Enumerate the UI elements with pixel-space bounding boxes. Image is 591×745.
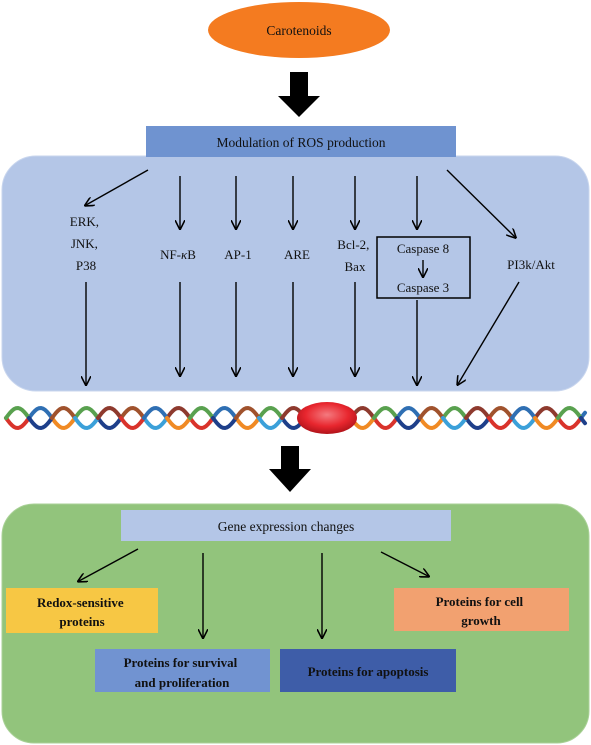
modulation-label: Modulation of ROS production bbox=[216, 135, 385, 150]
dna-strand-segment bbox=[27, 416, 53, 431]
dna-strand-segment bbox=[211, 405, 237, 420]
dna-strand-segment bbox=[4, 405, 30, 420]
dna-strand-segment bbox=[533, 416, 559, 431]
redox-label: Redox-sensitive proteins bbox=[37, 595, 127, 629]
dna-strand-segment bbox=[27, 405, 53, 420]
dna-strand-segment bbox=[372, 405, 398, 420]
apoptosis-label: Proteins for apoptosis bbox=[308, 664, 429, 679]
dna-strand-segment bbox=[556, 416, 582, 431]
erk-label: ERK, JNK, P38 bbox=[70, 214, 103, 273]
dna-strand-segment bbox=[464, 405, 490, 420]
ros-pathway-panel bbox=[1, 155, 590, 392]
dna-strand-segment bbox=[257, 416, 283, 431]
bcl-label: Bcl-2, Bax bbox=[337, 237, 372, 274]
nfkb-label: NF-κB bbox=[160, 247, 196, 262]
dna-strand-segment bbox=[96, 405, 122, 420]
carotenoids-label: Carotenoids bbox=[266, 23, 331, 38]
caspase8-label: Caspase 8 bbox=[397, 241, 449, 256]
ap1-label: AP-1 bbox=[224, 247, 251, 262]
redox-box bbox=[6, 588, 158, 633]
arrow-to-pi3k bbox=[446, 169, 515, 237]
are-label: ARE bbox=[284, 247, 310, 262]
modulation-header bbox=[146, 126, 456, 157]
survival-label: Proteins for survival and proliferation bbox=[124, 655, 241, 690]
growth-box bbox=[394, 588, 569, 631]
dna-strand-segment bbox=[119, 405, 145, 420]
dna-strand-segment bbox=[441, 405, 467, 420]
caspase3-label: Caspase 3 bbox=[397, 280, 449, 295]
dna-strand-segment bbox=[50, 405, 76, 420]
dna-strand-segment bbox=[119, 416, 145, 431]
dna-strand-segment bbox=[73, 416, 99, 431]
survival-box bbox=[95, 649, 270, 692]
gene-expression-box bbox=[121, 510, 451, 541]
dna-strand-segment bbox=[234, 416, 260, 431]
apoptosis-box bbox=[280, 649, 456, 692]
dna-strand-segment bbox=[4, 416, 30, 431]
pi3k-down-arrow bbox=[458, 281, 520, 384]
dna-strand-segment bbox=[464, 416, 490, 431]
dna-strand-segment bbox=[579, 416, 587, 426]
dna-strand-segment bbox=[533, 405, 559, 420]
gene-expression-label: Gene expression changes bbox=[218, 519, 354, 534]
dna-helix-icon bbox=[4, 405, 587, 431]
arrow-to-growth bbox=[380, 551, 428, 576]
protein-on-dna-icon bbox=[297, 402, 357, 434]
growth-label: Proteins for cell growth bbox=[436, 594, 527, 628]
dna-strand-segment bbox=[395, 405, 421, 420]
header-arrows bbox=[86, 169, 515, 237]
dna-strand-segment bbox=[372, 416, 398, 431]
dna-strand-segment bbox=[510, 416, 536, 431]
dna-strand-segment bbox=[165, 416, 191, 431]
dna-strand-segment bbox=[142, 405, 168, 420]
dna-strand-segment bbox=[487, 416, 513, 431]
dna-strand-segment bbox=[188, 416, 214, 431]
dna-strand-segment bbox=[556, 405, 582, 420]
big-down-arrow-2-icon bbox=[269, 446, 311, 492]
dna-strand-segment bbox=[395, 416, 421, 431]
arrow-to-erk bbox=[86, 169, 149, 205]
big-down-arrow-icon bbox=[278, 72, 320, 117]
dna-strand-segment bbox=[510, 405, 536, 420]
dna-strand-segment bbox=[142, 416, 168, 431]
pi3k-label: PI3k/Akt bbox=[507, 257, 555, 272]
dna-strand-segment bbox=[418, 416, 444, 431]
dna-strand-segment bbox=[188, 405, 214, 420]
dna-strand-segment bbox=[165, 405, 191, 420]
carotenoids-node bbox=[208, 2, 390, 58]
dna-strand-segment bbox=[418, 405, 444, 420]
dna-strand-segment bbox=[211, 416, 237, 431]
dna-strand-segment bbox=[441, 416, 467, 431]
arrow-to-redox bbox=[79, 548, 139, 581]
dna-strand-segment bbox=[96, 416, 122, 431]
dna-strand-segment bbox=[257, 405, 283, 420]
dna-strand-segment bbox=[73, 405, 99, 420]
dna-strand-segment bbox=[487, 405, 513, 420]
dna-strand-segment bbox=[234, 405, 260, 420]
caspase-box bbox=[376, 236, 471, 299]
dna-strand-segment bbox=[50, 416, 76, 431]
